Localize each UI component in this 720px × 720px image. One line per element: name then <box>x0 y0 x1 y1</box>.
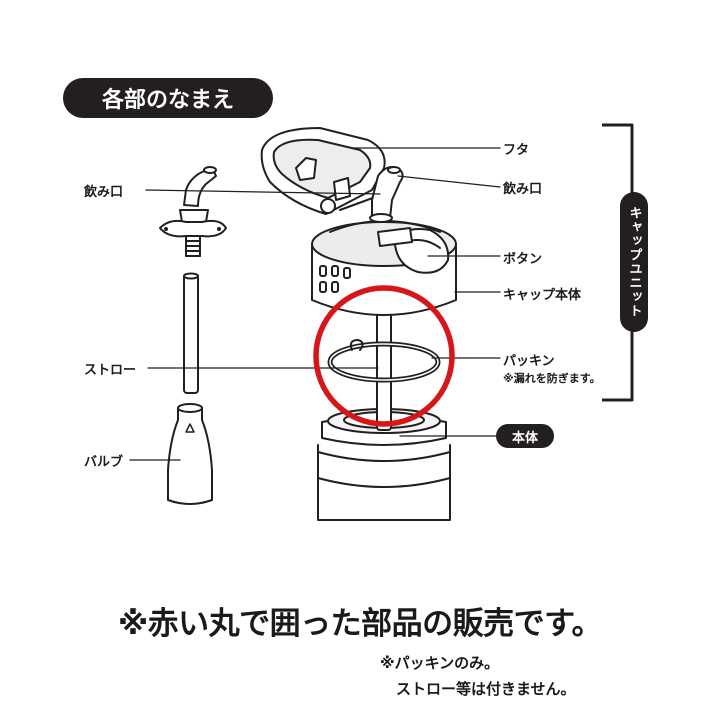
cap-spout <box>369 166 404 223</box>
label-straw: ストロー <box>84 363 137 378</box>
header-title: 各部のなまえ <box>63 78 273 118</box>
gasket-ring <box>327 339 441 383</box>
valve-left <box>167 403 213 505</box>
label-gasket: パッキン <box>503 354 555 369</box>
highlight-circle <box>313 285 455 427</box>
gasket-note: ※漏れを防ぎます。 <box>503 372 601 385</box>
label-valve: バルブ <box>84 455 124 470</box>
label-spout-right: 飲み口 <box>503 182 543 197</box>
inner-straw <box>376 304 392 431</box>
label-lid: フタ <box>503 143 530 158</box>
label-body: 本体 <box>496 424 554 448</box>
bottle-body <box>317 408 451 521</box>
label-button: ボタン <box>503 252 543 267</box>
straw-left <box>183 272 199 394</box>
footer-no-straw: ストロー等は付きません。 <box>396 680 576 698</box>
footer-gasket-only: ※パッキンのみ。 <box>380 654 500 672</box>
cap-unit-label: キャップユニット <box>620 192 648 332</box>
label-spout-left: 飲み口 <box>84 185 124 200</box>
label-cap-body: キャップ本体 <box>503 288 582 303</box>
mouthpiece-left <box>159 166 227 257</box>
lid-part <box>260 127 386 215</box>
button-part <box>377 227 450 274</box>
footer-sale-notice: ※赤い丸で囲った部品の販売です。 <box>117 606 603 642</box>
